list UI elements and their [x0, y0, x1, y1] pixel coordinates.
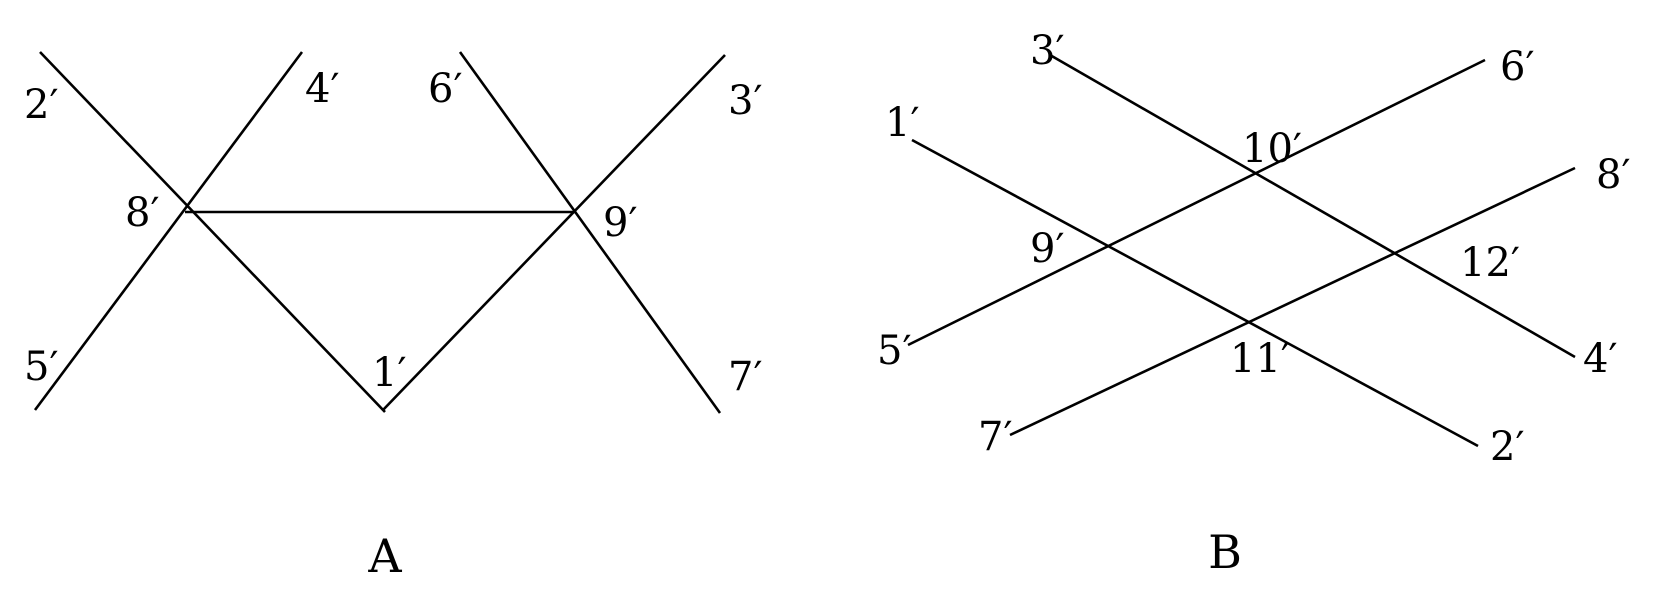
- label-3: 3′: [728, 78, 763, 124]
- label-9: 9′: [603, 200, 638, 246]
- label-8: 8′: [1596, 152, 1631, 198]
- diagram-b: 3′ 6′ 1′ 10′ 8′ 9′ 12′ 5′ 4′ 11′ 7′ 2′ B: [877, 28, 1631, 579]
- label-7: 7′: [978, 414, 1013, 460]
- label-1: 1′: [372, 350, 407, 396]
- label-1: 1′: [885, 100, 920, 146]
- label-4: 4′: [305, 66, 340, 112]
- label-2: 2′: [24, 82, 59, 128]
- label-9: 9′: [1030, 226, 1065, 272]
- label-11: 11′: [1230, 336, 1290, 382]
- label-6: 6′: [1500, 44, 1535, 90]
- label-4: 4′: [1583, 336, 1618, 382]
- label-2: 2′: [1490, 424, 1525, 470]
- line-1-to-2: [911, 138, 1479, 448]
- label-5: 5′: [24, 344, 59, 390]
- label-7: 7′: [728, 354, 763, 400]
- label-12: 12′: [1460, 240, 1520, 286]
- label-8: 8′: [125, 190, 160, 236]
- label-5: 5′: [877, 328, 912, 374]
- caption-b: B: [1208, 525, 1242, 579]
- line-1-to-3: [382, 54, 726, 411]
- line-6-to-7: [458, 51, 722, 414]
- caption-a: A: [367, 529, 402, 583]
- line-2-to-1: [39, 51, 386, 413]
- line-5-to-4: [33, 51, 304, 411]
- label-10: 10′: [1242, 126, 1302, 172]
- line-3-to-4: [1049, 53, 1576, 359]
- diagram-a: 2′ 4′ 6′ 3′ 8′ 9′ 5′ 1′ 7′ A: [24, 51, 763, 583]
- label-3: 3′: [1030, 28, 1065, 74]
- label-6: 6′: [428, 66, 463, 112]
- line-5-to-6: [907, 58, 1486, 347]
- line-7-to-8: [1009, 166, 1576, 437]
